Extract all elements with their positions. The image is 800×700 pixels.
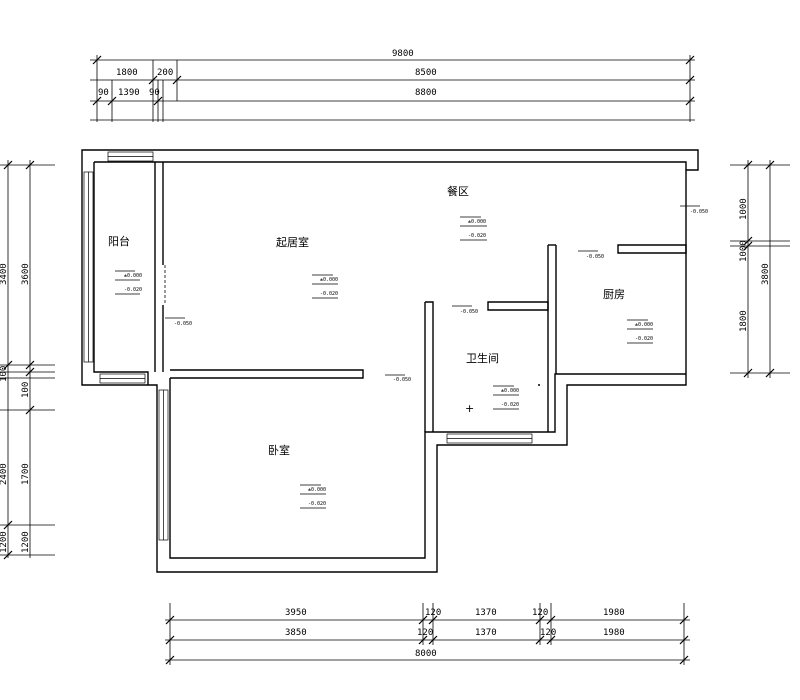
level-marker-entry: -0.050 (680, 205, 708, 215)
level-text: -0.020 (308, 501, 326, 507)
dim-left-r1-a: 3400 (0, 263, 9, 285)
dim-top-r2-b: 1390 (118, 88, 140, 98)
dim-top-r2-a: 90 (98, 88, 109, 98)
level-text: -0.050 (393, 377, 411, 383)
dim-bottom-r2-c: 1370 (475, 628, 497, 638)
level-marker-living: ±0.000 -0.020 (312, 274, 338, 299)
level-marker-bathroom-door: -0.050 (452, 305, 478, 315)
level-text: ±0.000 (468, 219, 486, 225)
room-label-living-room: 起居室 (276, 235, 309, 249)
level-text: ±0.000 (124, 273, 142, 279)
dim-top-r1-b: 200 (157, 68, 173, 78)
level-text: -0.050 (174, 321, 192, 327)
dim-bottom-r1-a: 3950 (285, 608, 307, 618)
bottom-dimensions: 3950 120 1370 120 1980 3850 120 1370 120… (165, 603, 690, 665)
right-dimensions: 1000 1000 1800 3800 (730, 160, 790, 378)
room-label-bathroom: 卫生间 (466, 351, 499, 365)
dim-bottom-r1-e: 1980 (603, 608, 625, 618)
level-text: -0.020 (501, 402, 519, 408)
dim-top-total: 9800 (392, 49, 414, 59)
room-label-kitchen: 厨房 (603, 288, 625, 301)
level-marker-balcony-door: -0.050 (165, 317, 192, 327)
level-text: -0.020 (124, 287, 142, 293)
floor-drain-dot (538, 384, 540, 386)
dim-left-r2-a: 3600 (21, 263, 31, 285)
level-markers: ±0.000 -0.020 ±0.000 -0.020 ±0.000 -0.02… (115, 205, 708, 509)
walls (81, 149, 699, 573)
dim-bottom-r1-d: 120 (532, 608, 548, 618)
room-label-balcony: 阳台 (108, 234, 130, 248)
level-text: -0.020 (320, 291, 338, 297)
dim-top-r2-c: 90 (149, 88, 160, 98)
dim-bottom-r1-b: 120 (425, 608, 441, 618)
level-marker-kitchen: ±0.000 -0.020 (627, 319, 653, 344)
dim-top-r1-c: 8500 (415, 68, 437, 78)
level-marker-balcony: ±0.000 -0.020 (115, 270, 142, 295)
level-marker-bedroom: ±0.000 -0.020 (300, 484, 326, 509)
dim-bottom-r2-b: 120 (417, 628, 433, 638)
floor-drain-mark: + (465, 402, 474, 415)
dim-bottom-r2-e: 1980 (603, 628, 625, 638)
dim-right-r1-a: 1000 (739, 198, 749, 220)
level-marker-bedroom-door: -0.050 (385, 374, 411, 383)
dim-bottom-r2-d: 120 (540, 628, 556, 638)
level-text: ±0.000 (501, 388, 519, 394)
dim-left-r2-d: 1200 (21, 531, 31, 553)
room-label-bedroom: 卧室 (268, 443, 290, 457)
dim-bottom-r1-c: 1370 (475, 608, 497, 618)
dim-bottom-r2-a: 3850 (285, 628, 307, 638)
dim-left-r2-c: 1700 (21, 463, 31, 485)
room-labels: 阳台 起居室 餐区 厨房 卫生间 卧室 (108, 184, 625, 457)
level-text: ±0.000 (308, 487, 326, 493)
dim-left-r2-b: 100 (21, 382, 31, 398)
level-marker-dining: ±0.000 -0.020 (460, 216, 487, 241)
level-text: -0.020 (468, 233, 486, 239)
level-text: ±0.000 (320, 277, 338, 283)
level-text: -0.050 (690, 209, 708, 215)
level-marker-bathroom: ±0.000 -0.020 + (465, 384, 540, 415)
dim-right-r1-c: 1800 (739, 310, 749, 332)
level-text: ±0.000 (635, 322, 653, 328)
dim-left-r1-d: 1200 (0, 531, 9, 553)
room-label-dining: 餐区 (447, 184, 469, 198)
top-dimensions: 9800 1800 200 8500 90 1390 90 8800 (90, 49, 695, 122)
level-text: -0.050 (460, 309, 478, 315)
dim-bottom-total: 8000 (415, 649, 437, 659)
dim-right-r2-a: 3800 (761, 263, 771, 285)
level-marker-kitchen-door: -0.050 (578, 250, 604, 260)
dim-left-r1-c: 2400 (0, 463, 9, 485)
dim-top-r2-d: 8800 (415, 88, 437, 98)
level-text: -0.020 (635, 336, 653, 342)
windows (83, 151, 533, 541)
dim-right-r1-b: 1000 (739, 240, 749, 262)
left-dimensions: 3400 100 2400 1200 3600 100 1700 1200 (0, 160, 55, 560)
level-text: -0.050 (586, 254, 604, 260)
dim-left-r1-b: 100 (0, 366, 9, 382)
dim-top-r1-a: 1800 (116, 68, 138, 78)
